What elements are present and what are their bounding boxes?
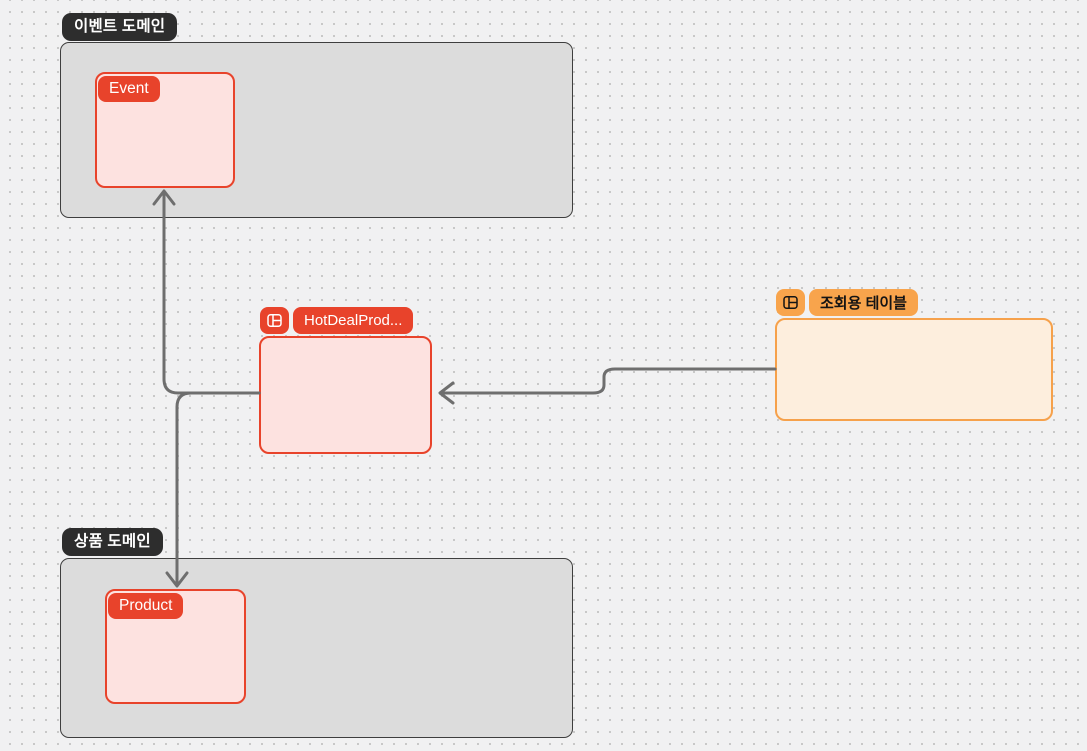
card-hotdealproduct-label: HotDealProd... [293,307,414,334]
group-label-product-domain[interactable]: 상품 도메인 [62,528,163,556]
card-lookup-table-label: 조회용 테이블 [809,289,918,316]
card-hotdealproduct[interactable]: HotDealProd... [259,307,432,454]
table-icon [776,289,805,316]
card-product[interactable]: Product [105,589,246,704]
arrow-lookup-to-hotdeal[interactable] [438,367,777,405]
card-product-label: Product [108,593,184,619]
card-lookup-table[interactable]: 조회용 테이블 [775,289,1053,421]
arrow-hotdeal-to-event[interactable] [152,189,261,395]
group-label-event-domain[interactable]: 이벤트 도메인 [62,13,178,41]
card-event-label: Event [98,76,160,102]
card-event[interactable]: Event [95,72,235,188]
table-icon [260,307,289,334]
